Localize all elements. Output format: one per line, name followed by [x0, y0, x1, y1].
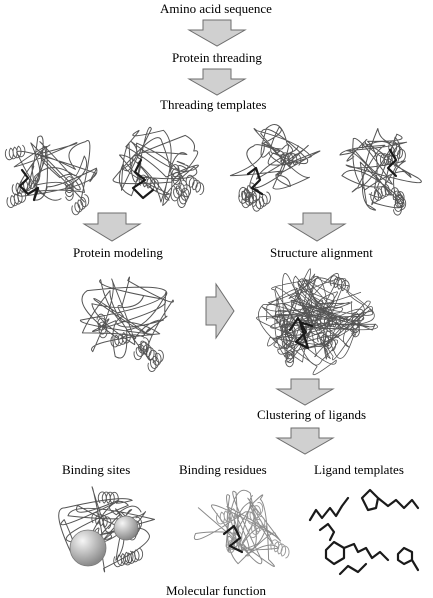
helix-coil	[11, 178, 32, 196]
helix-coil	[298, 308, 311, 333]
helix-coil	[65, 176, 74, 201]
helix-coil	[375, 152, 397, 167]
helix-coil	[393, 191, 405, 216]
helix-coil	[139, 341, 158, 363]
helix-coil	[177, 184, 192, 208]
down-arrow-icon	[275, 378, 335, 406]
helix-coil	[170, 164, 182, 189]
helix-coil	[216, 508, 237, 525]
ribbon-strand	[271, 276, 378, 366]
helix-coil	[71, 194, 90, 216]
protein-structure-icon	[339, 128, 422, 216]
ribbon-strand	[112, 126, 199, 206]
structure-alignment-icon	[256, 268, 378, 375]
label-amino-acid-sequence: Amino acid sequence	[160, 1, 272, 16]
helix-coil	[238, 187, 258, 208]
helix-coil	[285, 342, 296, 368]
protein-model-icon	[79, 276, 174, 372]
helix-coil	[319, 315, 341, 328]
right-arrow-icon	[205, 282, 235, 340]
label-clustering-of-ligands: Clustering of ligands	[257, 407, 367, 422]
down-arrow-icon	[82, 212, 142, 242]
helix-coil	[147, 349, 164, 372]
label-protein-threading: Protein threading	[172, 50, 262, 65]
helix-coil	[6, 190, 27, 208]
helix-coil	[91, 512, 112, 530]
helix-coil	[110, 330, 131, 348]
protein-structure-icon	[4, 135, 98, 216]
helix-coil	[317, 331, 337, 352]
helix-coil	[281, 325, 296, 349]
label-protein-modeling: Protein modeling	[73, 245, 163, 260]
helix-coil	[329, 275, 350, 293]
label-binding-residues: Binding residues	[179, 462, 267, 477]
ribbon-strand	[261, 275, 371, 375]
ribbon-strand	[229, 124, 321, 190]
protein-structure-icon	[229, 124, 321, 212]
protein-structure-icon	[112, 126, 205, 208]
label-ligand-templates: Ligand templates	[314, 462, 404, 477]
label-structure-alignment: Structure alignment	[270, 245, 373, 260]
helix-coil	[226, 530, 243, 554]
helix-coil	[276, 314, 294, 337]
helix-coil	[97, 491, 119, 505]
helix-coil	[123, 547, 144, 566]
down-arrow-icon	[275, 427, 335, 455]
helix-coil	[370, 184, 390, 203]
label-binding-sites: Binding sites	[62, 462, 131, 477]
helix-coil	[388, 140, 406, 162]
ligand-templates-icon	[308, 488, 420, 576]
helix-coil	[270, 539, 290, 559]
down-arrow-icon	[187, 68, 247, 96]
down-arrow-icon	[287, 212, 347, 242]
binding-residues-icon	[193, 489, 290, 567]
helix-coil	[280, 152, 302, 166]
label-molecular-function: Molecular function	[166, 583, 266, 598]
helix-coil	[241, 188, 261, 209]
binding-sites-icon	[58, 486, 155, 573]
helix-coil	[185, 174, 205, 196]
helix-coil	[170, 179, 188, 202]
ribbon-strand	[79, 276, 174, 361]
helix-coil	[351, 312, 360, 338]
down-arrow-icon	[187, 19, 247, 47]
helix-coil	[138, 174, 160, 192]
helix-coil	[4, 144, 26, 161]
helix-coil	[96, 313, 108, 339]
helix-coil	[247, 502, 264, 525]
label-threading-templates: Threading templates	[160, 97, 267, 112]
helix-coil	[113, 550, 134, 568]
helix-coil	[133, 337, 150, 361]
ribbon-strand	[193, 489, 282, 567]
ribbon-strand	[13, 135, 98, 203]
helix-coil	[238, 182, 256, 204]
